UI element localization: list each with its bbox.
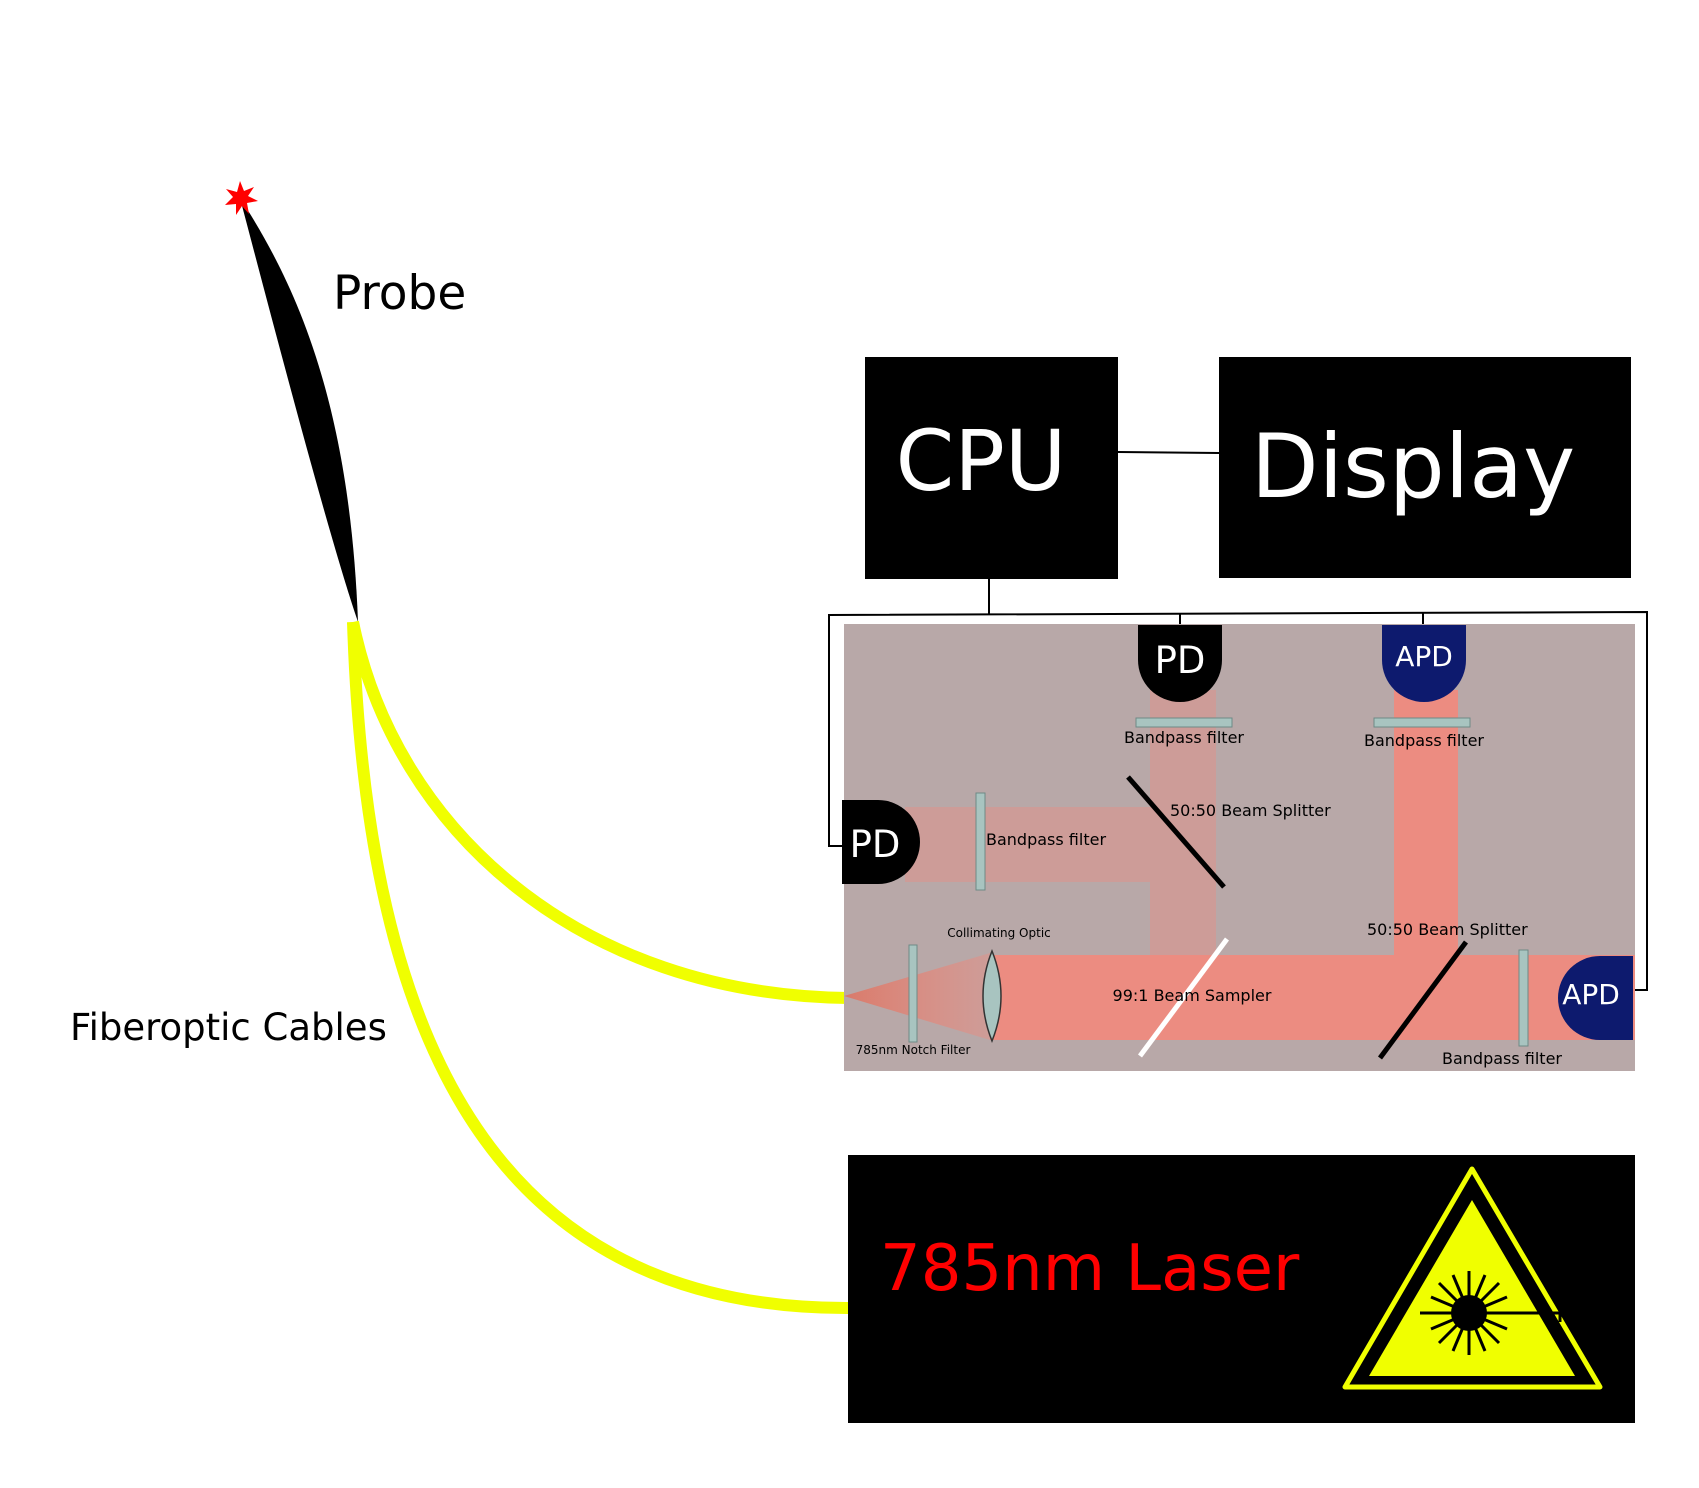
collimating-lens [982, 948, 1002, 1044]
probe-tip-star-icon [225, 181, 258, 215]
display-box [1219, 357, 1631, 578]
pd-top-detector [1138, 625, 1222, 702]
bandpass-filter-pd-top-label: Bandpass filter [1124, 728, 1244, 747]
apd-top-detector [1382, 625, 1466, 702]
cpu-label: CPU [896, 412, 1067, 510]
apd-top-label: APD [1395, 640, 1453, 673]
laser-hazard-warning-icon [1342, 1166, 1603, 1390]
beam-to-top-pd [1150, 690, 1216, 955]
bandpass-filter-pd-left-label: Bandpass filter [986, 830, 1106, 849]
beam-splitter-lower-label: 50:50 Beam Splitter [1367, 920, 1528, 939]
notch-filter-label: 785nm Notch Filter [856, 1043, 971, 1057]
beam-to-top-apd [1394, 690, 1458, 955]
bandpass-filter-pd-top [1135, 717, 1233, 728]
fiberoptic-cables-label: Fiberoptic Cables [70, 1006, 387, 1049]
fiber-cable-to-laser [347, 621, 851, 1315]
bandpass-filter-apd-top-label: Bandpass filter [1364, 731, 1484, 750]
beam-splitter-lower [1377, 940, 1469, 1060]
collimating-optic-label: Collimating Optic [947, 926, 1051, 940]
probe-label: Probe [333, 266, 466, 321]
apd-right-detector [1558, 956, 1633, 1040]
cpu-display-wire [1117, 451, 1220, 454]
beam-sampler [1137, 937, 1230, 1058]
detector-wiring [828, 579, 1648, 991]
pd-top-label: PD [1155, 639, 1206, 682]
probe-body [240, 198, 358, 622]
fiber-cable-to-bench [347, 620, 849, 1004]
beam-splitter-upper-label: 50:50 Beam Splitter [1170, 801, 1331, 820]
display-label: Display [1251, 415, 1575, 518]
main-beam [990, 955, 1635, 1040]
cpu-box [865, 357, 1118, 579]
pd-left-detector [842, 800, 920, 884]
pd-left-label: PD [850, 823, 901, 866]
apd-right-label: APD [1562, 978, 1620, 1011]
beam-splitter-upper [1126, 775, 1226, 889]
bandpass-filter-pd-left [975, 792, 986, 891]
beam-to-left-pd [905, 807, 1150, 882]
notch-filter [908, 944, 918, 1043]
beam-sampler-label: 99:1 Beam Sampler [1113, 986, 1272, 1005]
bandpass-filter-apd-right-label: Bandpass filter [1442, 1049, 1562, 1068]
bandpass-filter-apd-top [1373, 717, 1471, 728]
bandpass-filter-apd-right [1518, 949, 1529, 1047]
laser-label: 785nm Laser [880, 1232, 1300, 1306]
